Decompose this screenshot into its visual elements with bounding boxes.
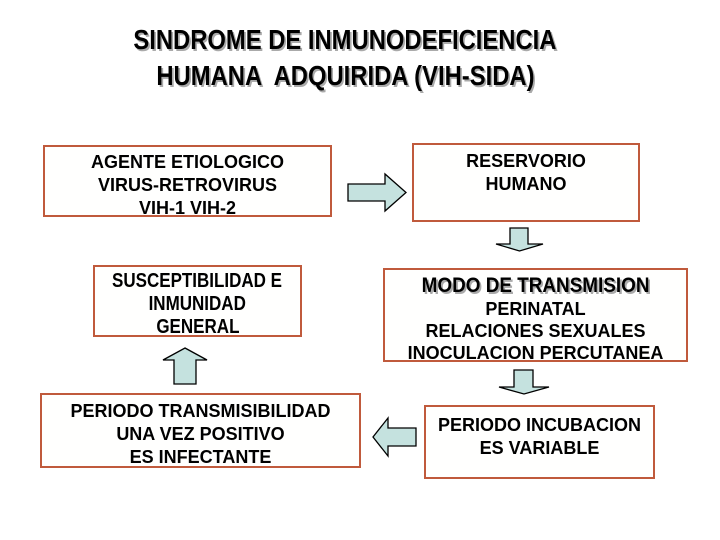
box-modo-de-transmision: MODO DE TRANSMISION PERINATAL RELACIONES… [383,268,688,363]
periodo-transmisibilidad-line-3: ES INFECTANTE [129,447,272,467]
periodo-incubacion-line-1: PERIODO INCUBACION [437,415,641,435]
agente-line-3: VIH-1 VIH-2 [138,198,237,218]
susceptibilidad-line-3: GENERAL [155,316,240,338]
down-arrow-icon [498,369,550,395]
susceptibilidad-line-2: INMUNIDAD [148,293,247,315]
periodo-transmisibilidad-line-1: PERIODO TRANSMISIBILIDAD [70,401,331,421]
box-susceptibilidad: SUSCEPTIBILIDAD E INMUNIDAD GENERAL [93,265,302,338]
modo-line-3: INOCULACION PERCUTANEA [407,343,664,363]
right-arrow-icon [347,172,408,213]
periodo-incubacion-line-2: ES VARIABLE [479,438,600,458]
page-title: SINDROME DE INMUNODEFICIENCIA HUMANA ADQ… [0,22,690,94]
page-title-line-1: SINDROME DE INMUNODEFICIENCIA [133,24,557,55]
modo-line-2: RELACIONES SEXUALES [425,321,646,341]
modo-heading: MODO DE TRANSMISION [421,274,650,297]
periodo-transmisibilidad-line-2: UNA VEZ POSITIVO [116,424,285,444]
box-periodo-transmisibilidad: PERIODO TRANSMISIBILIDAD UNA VEZ POSITIV… [40,393,361,468]
box-agente-etiologico: AGENTE ETIOLOGICO VIRUS-RETROVIRUS VIH-1… [43,145,332,218]
reservorio-line-2: HUMANO [485,174,567,194]
box-periodo-incubacion: PERIODO INCUBACION ES VARIABLE [424,405,655,479]
box-reservorio-humano: RESERVORIO HUMANO [412,143,640,222]
reservorio-line-1: RESERVORIO [466,151,586,171]
down-arrow-icon [495,227,544,252]
agente-line-1: AGENTE ETIOLOGICO [90,152,284,172]
modo-line-1: PERINATAL [485,299,586,319]
up-arrow-icon [162,347,208,385]
agente-line-2: VIRUS-RETROVIRUS [97,175,277,195]
susceptibilidad-line-1: SUSCEPTIBILIDAD E [112,270,283,292]
page-title-line-2: HUMANA ADQUIRIDA (VIH-SIDA) [155,60,535,91]
left-arrow-icon [372,416,417,458]
